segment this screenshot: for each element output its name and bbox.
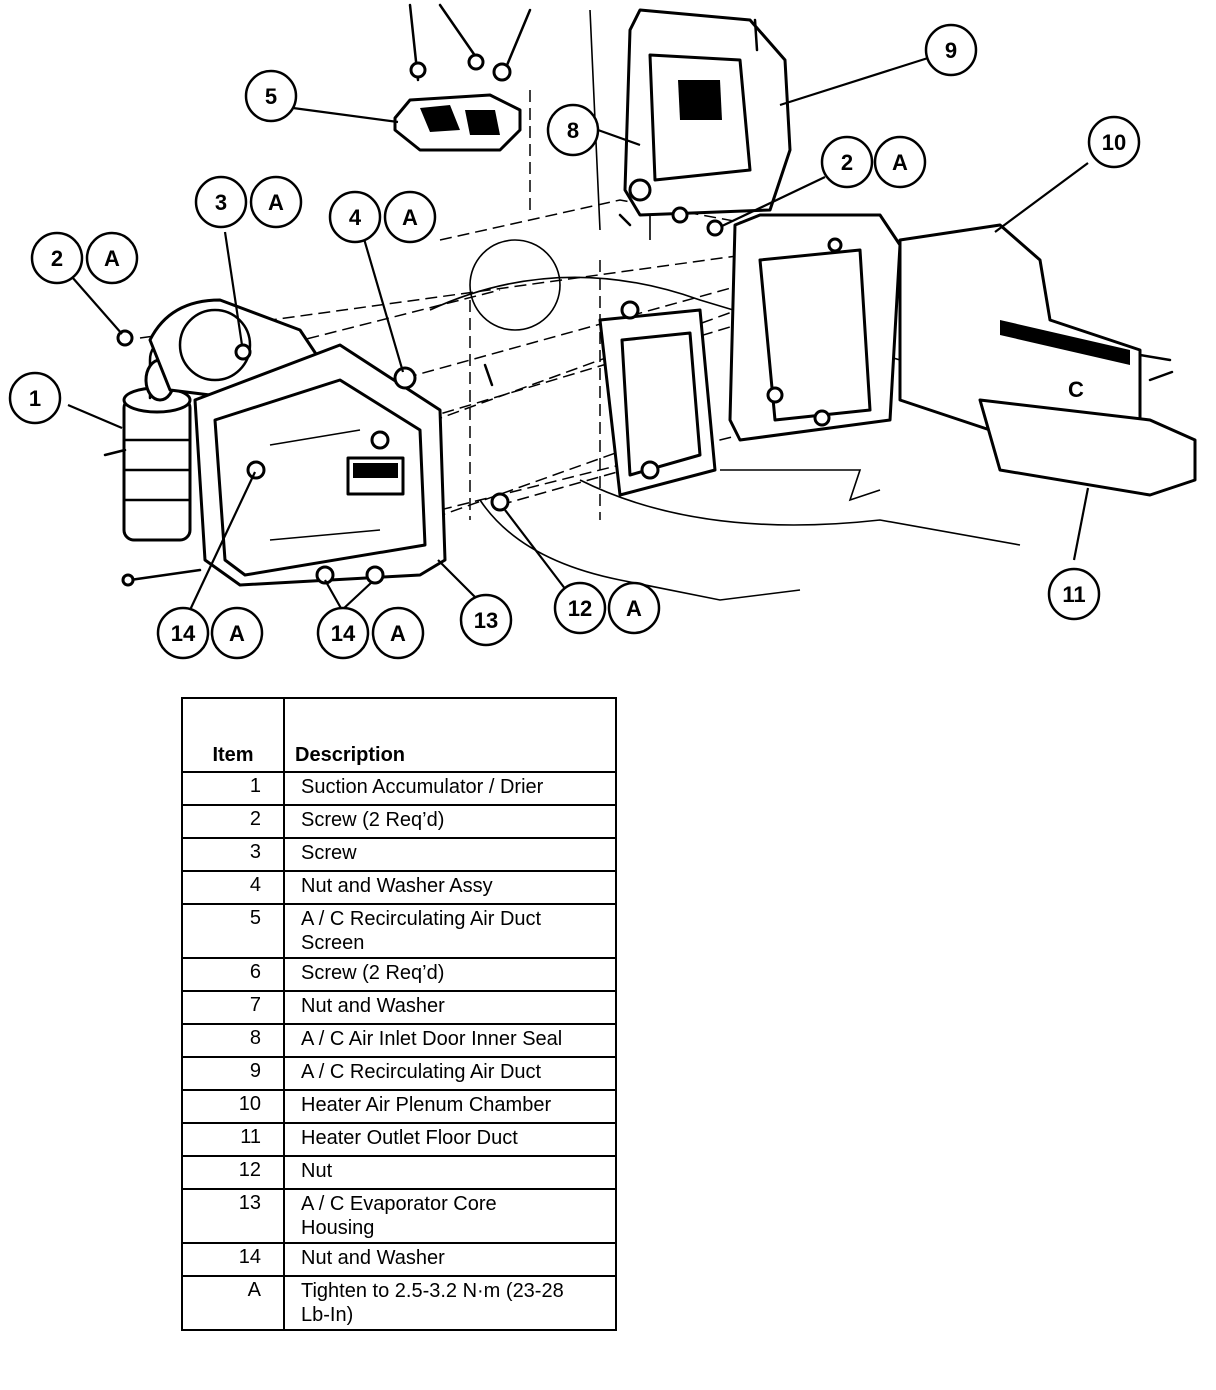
callout-13: 13	[459, 593, 513, 647]
heater-air-plenum-chamber: C	[728, 213, 1142, 442]
recirculating-air-duct-screen	[393, 3, 532, 152]
item-description: A / C Recirculating Air Duct Screen	[283, 903, 617, 959]
item-description: Nut and Washer	[283, 990, 617, 1025]
callout-12: 12 A	[553, 581, 661, 635]
svg-text:A: A	[626, 596, 642, 621]
item-number: 7	[181, 990, 285, 1025]
svg-text:13: 13	[474, 608, 498, 633]
svg-text:A: A	[268, 190, 284, 215]
item-number: 6	[181, 957, 285, 992]
item-number: 2	[181, 804, 285, 839]
svg-text:5: 5	[265, 84, 277, 109]
item-description: Heater Air Plenum Chamber	[283, 1089, 617, 1124]
item-number: 3	[181, 837, 285, 872]
item-number: 13	[181, 1188, 285, 1244]
column-header-item: Item	[181, 697, 285, 773]
svg-text:11: 11	[1062, 582, 1085, 607]
item-number: 12	[181, 1155, 285, 1190]
callout-2-right: 2 A	[820, 135, 927, 189]
svg-text:14: 14	[331, 621, 356, 646]
svg-text:4: 4	[349, 205, 362, 230]
item-description: Screw (2 Req’d)	[283, 804, 617, 839]
callout-10: 10	[1087, 115, 1141, 169]
callout-5: 5	[244, 69, 298, 123]
item-description: Nut	[283, 1155, 617, 1190]
item-description: Tighten to 2.5-3.2 N·m (23-28 Lb-In)	[283, 1275, 617, 1331]
item-description: Nut and Washer	[283, 1242, 617, 1277]
callout-4: 4 A	[328, 190, 437, 244]
exploded-view-diagram: C 1 2	[8, 3, 1197, 660]
callout-14-left: 14 A	[156, 606, 264, 660]
callout-2-left: 2 A	[30, 231, 139, 285]
leader-lines	[67, 56, 1090, 611]
svg-text:14: 14	[171, 621, 196, 646]
svg-text:A: A	[892, 150, 908, 175]
evaporator-gasket	[598, 300, 717, 497]
callout-8: 8	[546, 103, 600, 157]
svg-text:A: A	[390, 621, 406, 646]
svg-text:A: A	[229, 621, 245, 646]
item-number: 10	[181, 1089, 285, 1124]
svg-text:12: 12	[568, 596, 592, 621]
svg-text:8: 8	[567, 118, 579, 143]
item-description: A / C Air Inlet Door Inner Seal	[283, 1023, 617, 1058]
svg-text:2: 2	[841, 150, 853, 175]
heater-outlet-floor-duct	[978, 353, 1197, 497]
item-number: 9	[181, 1056, 285, 1091]
item-description: Suction Accumulator / Drier	[283, 771, 617, 806]
svg-text:9: 9	[945, 38, 957, 63]
item-number: 8	[181, 1023, 285, 1058]
item-number: 14	[181, 1242, 285, 1277]
svg-text:A: A	[402, 205, 418, 230]
svg-text:2: 2	[51, 246, 63, 271]
item-number: 4	[181, 870, 285, 905]
fasteners	[116, 206, 843, 512]
plenum-mark-c: C	[1068, 377, 1084, 402]
item-description: A / C Recirculating Air Duct	[283, 1056, 617, 1091]
callout-9: 9	[924, 23, 978, 77]
column-header-description: Description	[283, 697, 617, 773]
callout-3: 3 A	[194, 175, 303, 229]
recirculating-air-duct	[623, 8, 792, 217]
callout-11: 11	[1047, 567, 1101, 621]
callout-1: 1	[8, 371, 62, 425]
item-description: Screw	[283, 837, 617, 872]
svg-text:3: 3	[215, 190, 227, 215]
item-number: A	[181, 1275, 285, 1331]
item-description: Nut and Washer Assy	[283, 870, 617, 905]
svg-text:10: 10	[1102, 130, 1126, 155]
svg-text:A: A	[104, 246, 120, 271]
svg-text:1: 1	[29, 386, 41, 411]
item-number: 11	[181, 1122, 285, 1157]
item-number: 1	[181, 771, 285, 806]
item-description: A / C Evaporator Core Housing	[283, 1188, 617, 1244]
item-description: Heater Outlet Floor Duct	[283, 1122, 617, 1157]
table-header-row: Item Description	[181, 697, 617, 773]
item-description: Screw (2 Req’d)	[283, 957, 617, 992]
callout-14-bottom: 14 A	[316, 606, 425, 660]
item-number: 5	[181, 903, 285, 959]
